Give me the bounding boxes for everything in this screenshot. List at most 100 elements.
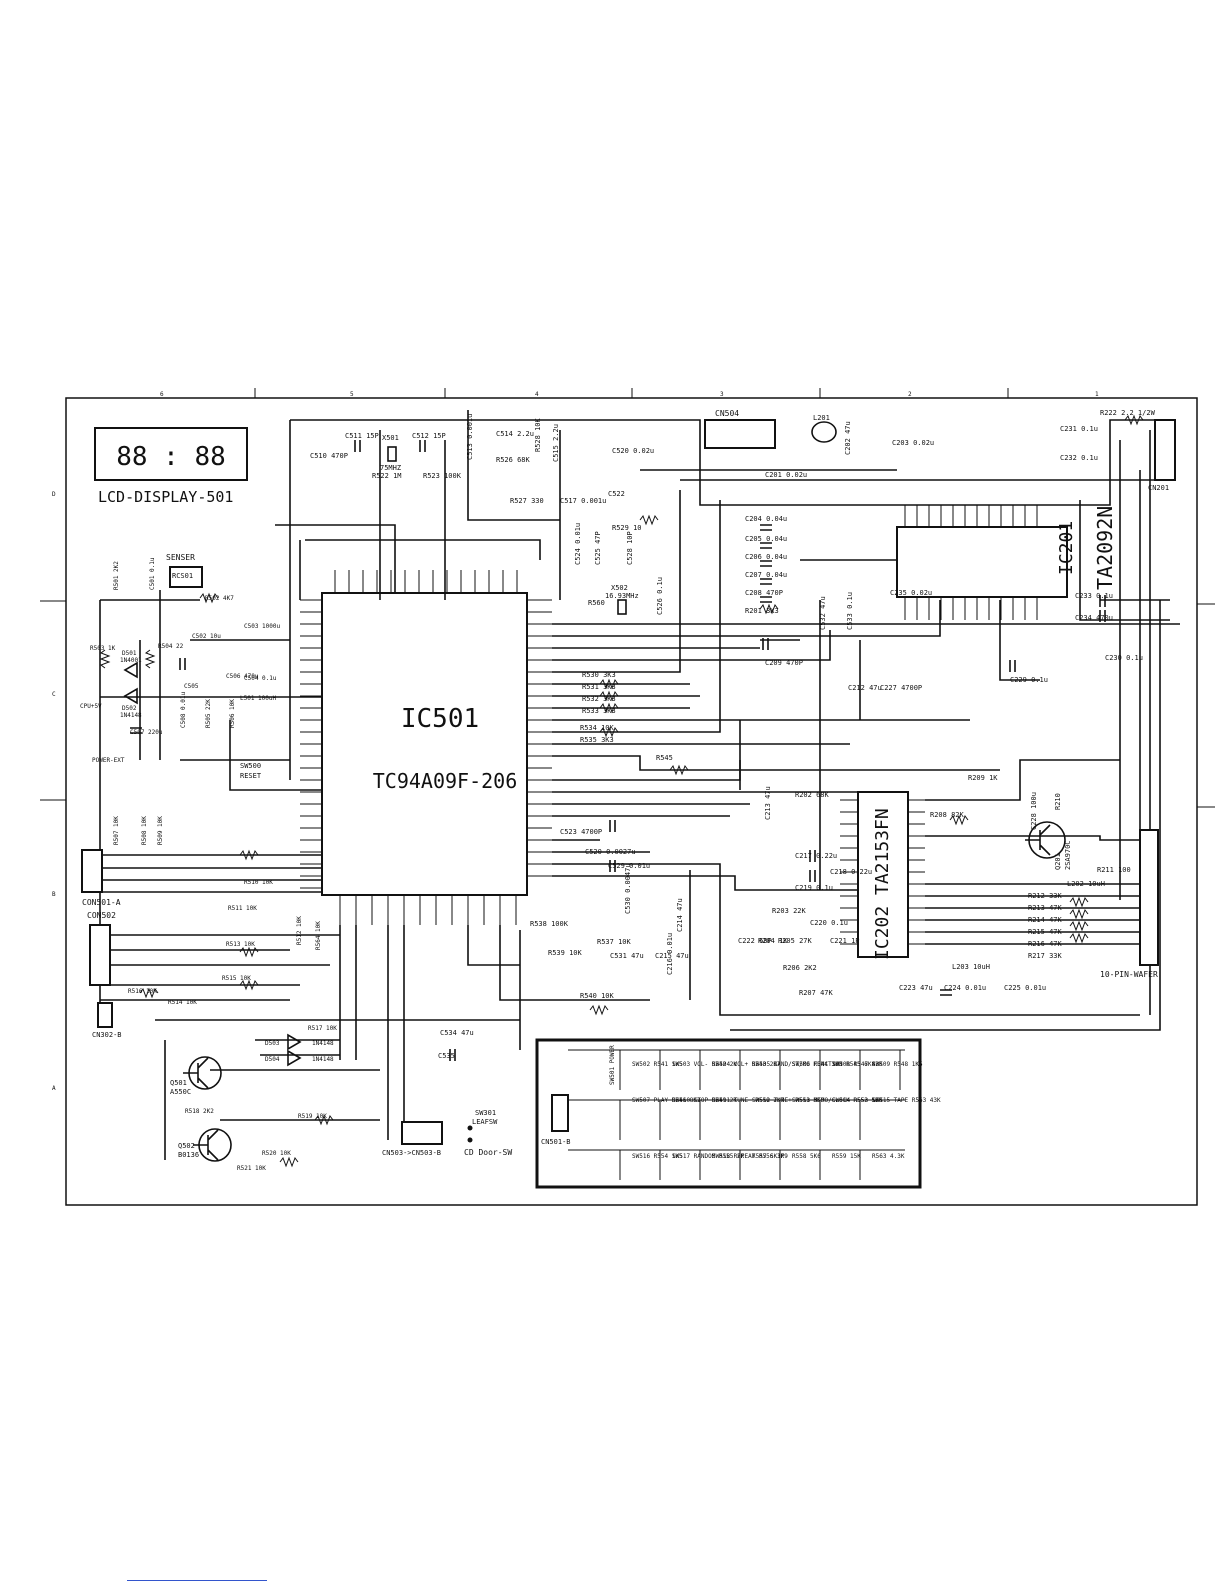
component-label: R214 47K [1028, 916, 1063, 924]
grid-row-label: D [52, 491, 56, 498]
component-label: C532 47u [819, 596, 827, 630]
component-label: C510 470P [310, 452, 348, 460]
q501-part: A550C [170, 1088, 191, 1096]
x501-ref: X501 [382, 434, 399, 442]
component-label: C223 47u [899, 984, 933, 992]
component-label: R216 47K [1028, 940, 1063, 948]
con502-label: CON502 [87, 911, 116, 920]
ic201-pins [904, 505, 1038, 620]
component-label: R217 33K [1028, 952, 1063, 960]
ic501-body [321, 592, 528, 896]
key-switch-label: SW503 VOL- R542 2K [672, 1061, 737, 1068]
component-label: C217 0.22u [795, 852, 837, 860]
ic201-part: TA2092N [1093, 506, 1117, 590]
component-label: C515 2.2u [552, 424, 560, 462]
component-label: R512 10K [296, 916, 303, 945]
key-switch-label: R559 15K [832, 1153, 861, 1160]
component-label: R504 22 [158, 643, 184, 650]
component-label: L201 [813, 414, 830, 422]
component-label: R204 1K [758, 937, 788, 945]
lcd-display [94, 427, 248, 481]
component-label: R511 10K [228, 905, 257, 912]
component-label: R215 47K [1028, 928, 1063, 936]
component-label: C212 47u [848, 684, 882, 692]
grid-row-label: C [52, 691, 56, 698]
component-label: C525 47P [594, 531, 602, 565]
cn504-box [704, 419, 776, 449]
cn503-box [401, 1121, 443, 1145]
component-label: C230 0.1u [1105, 654, 1143, 662]
component-label: R533 3K3 [582, 707, 616, 715]
cn302-box [97, 1002, 113, 1028]
grid-row-label: B [52, 891, 56, 898]
component-label: C529 0.01u [608, 862, 650, 870]
key-switch-label: SW510 STOP R549 2K [672, 1097, 737, 1104]
component-label: C231 0.1u [1060, 425, 1098, 433]
component-label: R211 100 [1097, 866, 1131, 874]
key-switch-label: SW516 R554 1K5 [632, 1153, 683, 1160]
d502-part: 1N4148 [120, 712, 142, 719]
d501-ref: D501 [122, 650, 137, 657]
key-switch-label: SW515 TAPE R563 43K [872, 1097, 941, 1104]
x502-ref: X502 [611, 584, 628, 592]
component-label: C232 0.1u [1060, 454, 1098, 462]
component-label: C221 1P [830, 937, 860, 945]
grid-column-label: 3 [720, 391, 724, 398]
component-label: C235 0.02u [890, 589, 932, 597]
key-switch-label: SW507 PLAY R546 8K2 [632, 1097, 701, 1104]
leafsw-label: LEAFSW [472, 1118, 498, 1126]
component-label: C201 0.02u [765, 471, 807, 479]
component-label: R520 10K [262, 1150, 291, 1157]
component-label: R538 100K [530, 920, 569, 928]
senser-part: RCS01 [172, 572, 193, 580]
component-label: C229 0.1u [1010, 676, 1048, 684]
reset-label: RESET [240, 772, 262, 780]
component-label: R515 10K [222, 975, 251, 982]
component-label: L501 100uH [240, 695, 277, 702]
con501-label: CON501-A [82, 898, 121, 907]
component-label: C506 470u [226, 673, 259, 680]
d503-part: 1N4148 [312, 1040, 334, 1047]
component-label: R501 2K2 [113, 561, 120, 590]
grid-ticks [40, 388, 1215, 808]
component-label: C219 0.1u [795, 884, 833, 892]
component-label: R564 10K [315, 921, 322, 950]
component-label: R528 10K [534, 417, 542, 452]
component-label: C533 0.1u [846, 592, 854, 630]
key-switch-label: R558 5K6 [792, 1153, 821, 1160]
component-label: R523 100K [423, 472, 462, 480]
con502-box [89, 924, 111, 986]
diodes [123, 661, 302, 1067]
key-switch-label: R557 SKIP- [752, 1153, 788, 1160]
cn207-box [1139, 829, 1159, 966]
x502-freq: 16.93MHz [605, 592, 639, 600]
component-label: C501 0.1u [149, 557, 156, 590]
component-label: R508 10K [141, 816, 148, 845]
transistors [183, 821, 1066, 1162]
key-switch-label: SW509 R548 1K5 [872, 1061, 923, 1068]
component-label: C531 47u [610, 952, 644, 960]
component-label: C528 10P [626, 531, 634, 565]
component-label: L203 10uH [952, 963, 990, 971]
component-label: R529 10 [612, 524, 642, 532]
cn302-label: CN302-B [92, 1031, 122, 1039]
component-label: C220 0.1u [810, 919, 848, 927]
cn201-box [1154, 419, 1176, 481]
component-label: R509 10K [157, 816, 164, 845]
component-label: C530 0.0047u [624, 863, 632, 914]
key-switch-label: SW508 R547 43K [832, 1061, 883, 1068]
component-label: C505 [184, 683, 199, 690]
component-label: C503 1000u [244, 623, 281, 630]
component-label: C522 [608, 490, 625, 498]
ic202-body [857, 791, 909, 958]
component-label: L202 10uH [1067, 880, 1105, 888]
component-label: R222 2.2 1/2W [1100, 409, 1156, 417]
lcd-digits: 88 : 88 [116, 442, 226, 472]
cn207-label: 10-PIN-WAFER [1100, 970, 1158, 979]
lcd-label: LCD-DISPLAY-501 [98, 488, 233, 506]
